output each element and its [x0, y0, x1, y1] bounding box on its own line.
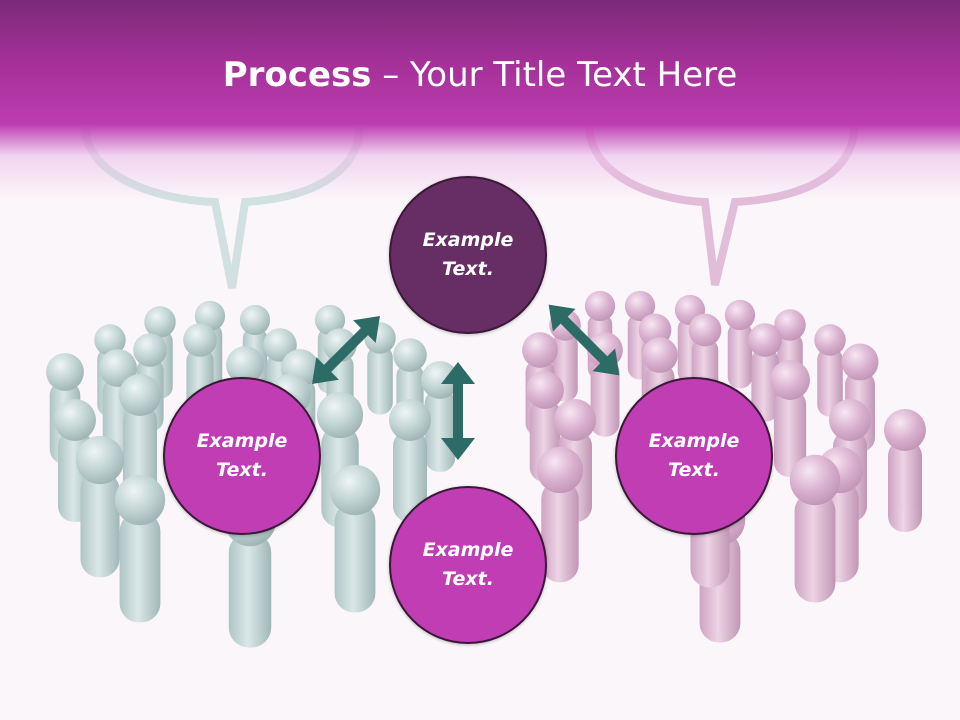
person-figure — [75, 435, 125, 578]
process-node-left[interactable]: Example Text. — [163, 377, 321, 535]
person-figure — [119, 374, 161, 497]
process-node-top[interactable]: Example Text. — [389, 176, 547, 334]
double-arrow-right — [548, 304, 620, 376]
node-left-text: Example Text. — [196, 430, 288, 481]
person-figure — [364, 322, 396, 415]
double-arrow-left — [312, 316, 380, 384]
person-figure — [770, 360, 810, 477]
title-banner — [0, 0, 960, 200]
person-figure — [789, 454, 841, 603]
person-figure — [114, 474, 166, 623]
person-figure — [329, 464, 381, 613]
title-rest: – Your Title Text Here — [371, 55, 738, 95]
double-arrow-vertical — [441, 362, 475, 460]
person-figure — [421, 361, 459, 472]
person-figure — [748, 323, 782, 422]
person-figure — [536, 446, 584, 583]
right-crowd — [522, 290, 926, 643]
title-bold: Process — [222, 55, 372, 95]
person-figure — [724, 299, 756, 389]
person-figure — [814, 324, 846, 417]
process-node-right[interactable]: Example Text. — [615, 377, 773, 535]
node-top-text: Example Text. — [422, 229, 514, 280]
node-bottom-text: Example Text. — [422, 539, 514, 590]
slide-title[interactable]: Process – Your Title Text Here — [0, 54, 960, 96]
person-figure — [884, 409, 926, 532]
person-figure — [389, 399, 431, 522]
node-right-text: Example Text. — [648, 430, 740, 481]
process-node-bottom[interactable]: Example Text. — [389, 486, 547, 644]
